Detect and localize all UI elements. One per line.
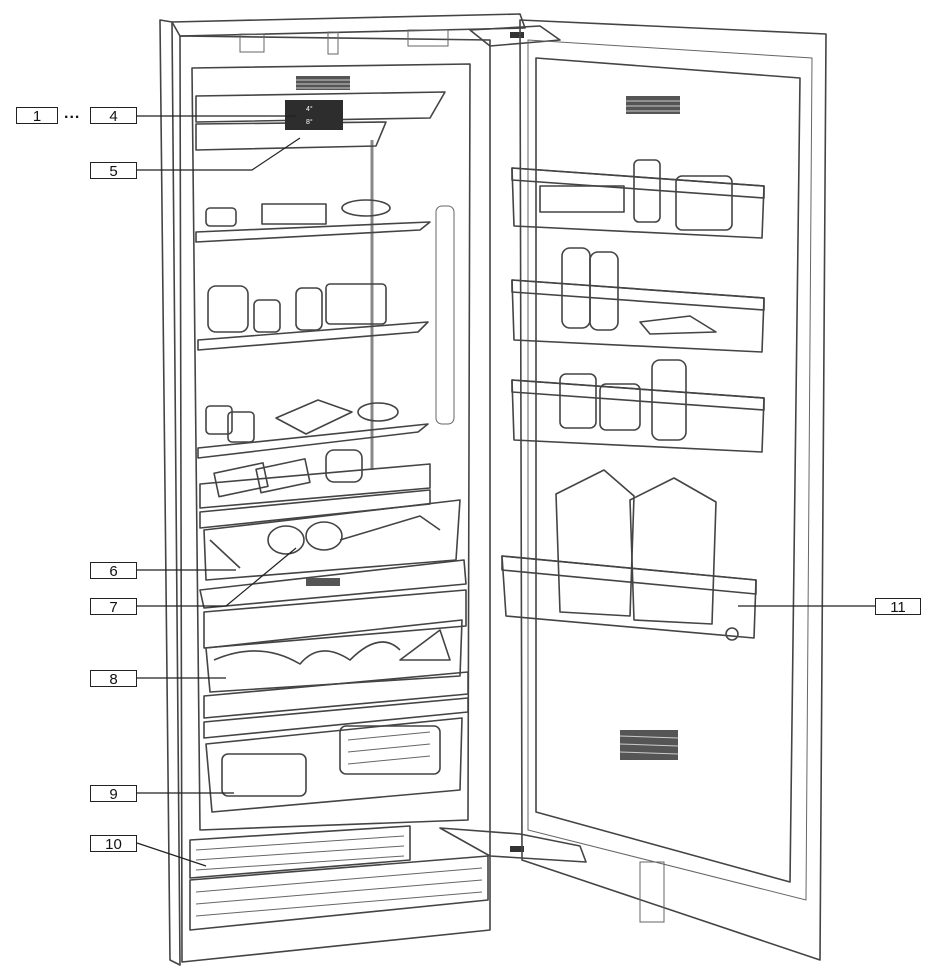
leader-lines [136, 115, 875, 867]
callout-9: 9 [90, 785, 137, 803]
door-bin-3 [511, 359, 765, 453]
cup [205, 405, 233, 435]
cabinet [159, 13, 526, 966]
callout-5: 5 [90, 162, 137, 180]
jar [325, 449, 363, 483]
cup [227, 411, 255, 443]
glass-shelf-3 [197, 399, 429, 459]
butter-block [261, 203, 327, 225]
tray [255, 458, 311, 494]
callout-10: 10 [90, 835, 137, 853]
door-top-vent [626, 96, 680, 114]
display-temp-top: 4° [306, 105, 313, 113]
door-bin-1 [511, 159, 765, 239]
container-stack [325, 283, 387, 325]
milk-jug [629, 477, 717, 625]
wrapped-food [275, 399, 353, 435]
display-temp-bottom: 8° [306, 118, 313, 126]
callout-4: 4 [90, 107, 137, 125]
control-panel: 4° 8° [195, 91, 446, 151]
jar [559, 373, 597, 429]
bottom-hinge [439, 827, 587, 863]
tube [639, 315, 717, 335]
base-vent [189, 825, 489, 931]
callout-8: 8 [90, 670, 137, 688]
meat-tray [221, 753, 307, 797]
door-bin-4 [501, 469, 757, 641]
display-screen [285, 100, 343, 130]
meat-tray [339, 725, 441, 775]
food-item [267, 525, 305, 555]
bottle [651, 359, 687, 441]
utensil [209, 539, 241, 569]
door-bottom-vent [619, 730, 679, 760]
food-container [205, 207, 237, 227]
vegetables [213, 641, 401, 665]
top-vent [296, 76, 350, 90]
food-item [305, 521, 343, 551]
glass-shelf-1 [195, 199, 431, 243]
drawer-bottom [205, 717, 463, 813]
drawer-top [199, 499, 467, 609]
top-hinge [469, 25, 561, 47]
bowl [341, 199, 391, 217]
light-strip [435, 205, 455, 425]
leek [339, 515, 441, 541]
callout-ellipsis: ... [64, 105, 81, 122]
bowl [357, 402, 399, 422]
leafy-greens [399, 629, 451, 661]
callout-7: 7 [90, 598, 137, 616]
tub [675, 175, 733, 231]
tray [213, 462, 269, 498]
glass-shelf-2 [197, 283, 429, 351]
callout-6: 6 [90, 562, 137, 580]
bottle [561, 247, 591, 329]
door-bin-2 [511, 247, 765, 353]
drawer-middle [203, 589, 469, 739]
can [295, 287, 323, 331]
callout-11: 11 [875, 598, 921, 616]
small-jar [253, 299, 281, 333]
milk-jug [555, 469, 635, 617]
jar [207, 285, 249, 333]
cans [599, 383, 641, 431]
butter-dish [539, 185, 625, 213]
bottle [589, 251, 619, 331]
callout-1: 1 [16, 107, 58, 125]
door [519, 19, 827, 961]
